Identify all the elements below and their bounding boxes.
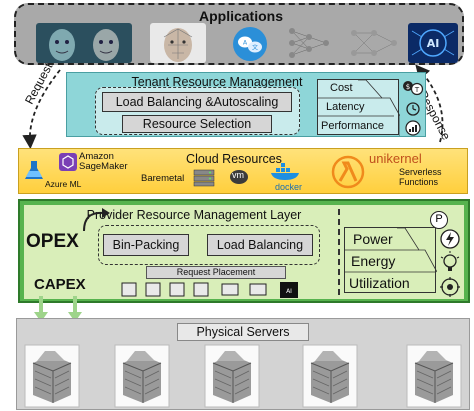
vm-label: vm — [232, 170, 244, 180]
sagemaker-label-line2: SageMaker — [79, 161, 128, 172]
processor-chips-row: AI — [121, 282, 298, 298]
docker-label: docker — [275, 182, 303, 192]
chat-app-icon: A 文 — [233, 27, 267, 61]
neural-network-icon-2 — [351, 30, 397, 56]
load-balancing-autoscaling-box: Load Balancing &Autoscaling — [102, 92, 292, 112]
neural-network-icon — [289, 28, 329, 58]
applications-title: Applications — [198, 8, 283, 24]
metric-performance: Performance — [321, 120, 384, 132]
tenant-metric-icons: $ T — [403, 81, 424, 136]
bin-packing-box: Bin-Packing — [103, 234, 189, 256]
svg-text:AI: AI — [427, 37, 440, 50]
cloud-resources-layer: Cloud Resources Azure ML Amazon SageMake… — [18, 148, 468, 194]
cloud-title: Cloud Resources — [186, 152, 282, 166]
azure-ml-icon — [25, 161, 43, 179]
tenant-metrics-box: Cost Latency Performance — [317, 79, 400, 136]
face-recognition-image — [36, 23, 132, 63]
capex-label: CAPEX — [34, 276, 86, 293]
utilization-gauge-icon — [440, 277, 460, 297]
vm-icon — [230, 170, 248, 184]
request-label: Request — [22, 60, 56, 107]
sagemaker-icon — [59, 153, 77, 171]
metric-cost: Cost — [330, 82, 353, 94]
unikernel-label: unikernel — [369, 151, 422, 166]
power-p-icon: P — [430, 211, 448, 229]
clock-icon: T — [410, 82, 424, 96]
provider-title: Provider Resource Management Layer — [86, 208, 302, 222]
svg-text:$: $ — [406, 83, 410, 91]
serverless-label-line2: Functions — [399, 177, 439, 187]
physical-servers-layer: Physical Servers — [16, 318, 470, 410]
tenant-title: Tenant Resource Management — [131, 75, 303, 89]
tenant-strategies-box: Load Balancing &Autoscaling Resource Sel… — [95, 87, 300, 135]
svg-text:T: T — [414, 86, 420, 94]
provider-strategies-box: Bin-Packing Load Balancing — [98, 225, 320, 265]
svg-text:AI: AI — [286, 288, 292, 295]
physical-servers-title: Physical Servers — [177, 323, 309, 341]
docker-whale-icon — [271, 163, 299, 180]
serverless-label-line1: Serverless — [399, 167, 442, 177]
metric-power: Power — [353, 231, 393, 247]
svg-text:A: A — [243, 40, 248, 47]
provider-metrics-box: Power Energy Utilization — [344, 227, 437, 293]
svg-text:文: 文 — [252, 44, 258, 52]
server-racks-row — [24, 344, 462, 408]
provider-load-balancing-box: Load Balancing — [207, 234, 313, 256]
provider-metric-icons — [440, 229, 460, 297]
resource-selection-box: Resource Selection — [122, 115, 272, 133]
performance-chart-icon — [405, 120, 421, 136]
server-rack-3 — [204, 344, 260, 408]
metric-energy: Energy — [351, 253, 396, 269]
baremetal-label: Baremetal — [141, 173, 185, 184]
capex-arrows — [34, 296, 82, 322]
opex-curved-arrow — [83, 208, 110, 232]
face-mesh-image — [150, 23, 206, 63]
azure-ml-label: Azure ML — [45, 179, 82, 189]
server-rack-4 — [302, 344, 358, 408]
baremetal-server-icon — [193, 169, 215, 187]
latency-timer-icon — [406, 102, 420, 116]
provider-metrics-staircase — [345, 228, 437, 273]
tenant-resource-layer: Tenant Resource Management Load Balancin… — [66, 72, 426, 137]
metric-latency: Latency — [326, 101, 365, 113]
applications-layer: Applications A 文 — [14, 3, 464, 65]
lambda-icon — [331, 155, 365, 189]
provider-resource-layer: Provider Resource Management Layer OPEX … — [18, 199, 470, 303]
ai-brain-image: AI — [408, 23, 458, 63]
provider-inner-panel: Provider Resource Management Layer OPEX … — [24, 205, 464, 299]
request-placement-box: Request Placement — [146, 266, 286, 279]
tenant-metrics-staircase — [318, 80, 400, 136]
cost-gear-icon: $ — [403, 81, 413, 91]
provider-separator — [338, 209, 340, 295]
server-rack-2 — [114, 344, 170, 408]
server-rack-1 — [24, 344, 80, 408]
power-bolt-icon — [440, 229, 460, 249]
energy-bulb-icon — [440, 251, 460, 271]
opex-label: OPEX — [26, 231, 79, 252]
sagemaker-label-line1: Amazon — [79, 151, 114, 162]
server-rack-5 — [406, 344, 462, 408]
metric-utilization: Utilization — [349, 275, 410, 291]
